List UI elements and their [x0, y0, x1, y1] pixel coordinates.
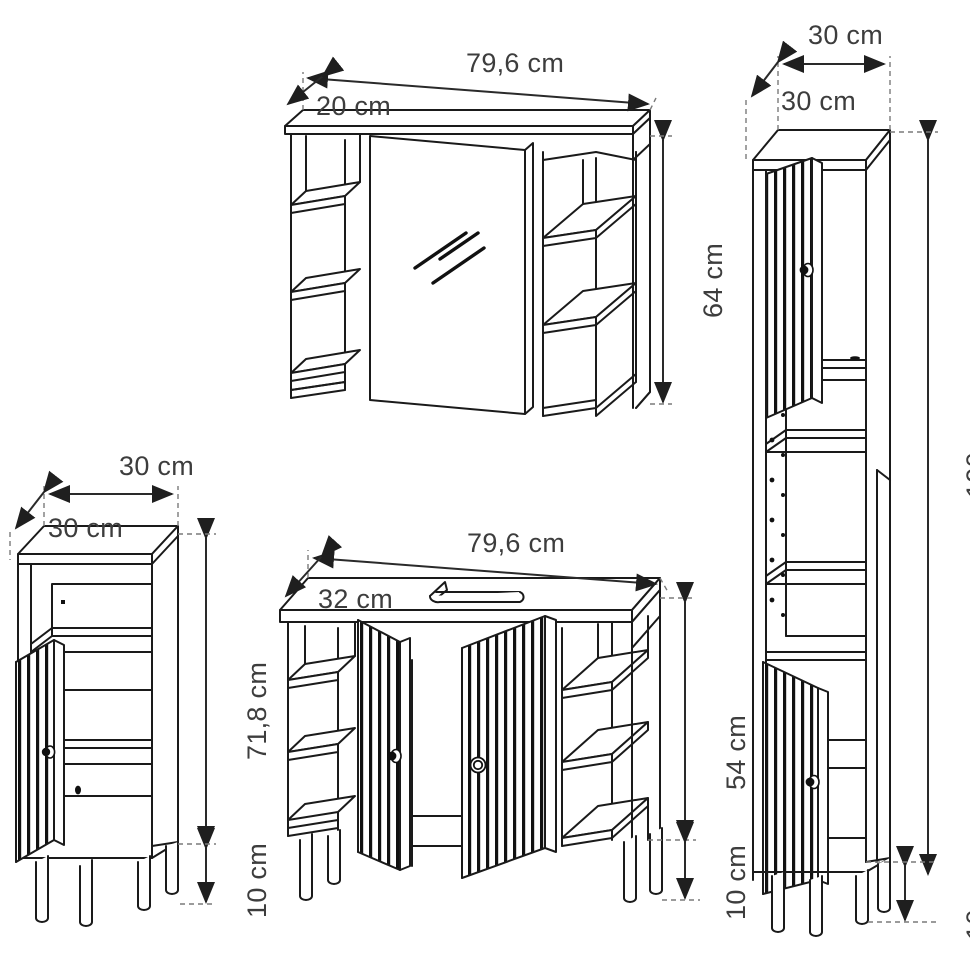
mirror-depth-label: 20 cm	[316, 91, 392, 121]
vanity-unit-body	[279, 577, 663, 903]
vanity-height-label: 54 cm	[721, 714, 751, 790]
mirror-height-label: 64 cm	[698, 242, 728, 318]
tall-depth-label: 30 cm	[781, 86, 857, 116]
tall-height-label: 190 cm	[961, 407, 970, 498]
vanity-unit-legs	[299, 827, 663, 903]
vanity-depth-label: 32 cm	[318, 584, 394, 614]
small-depth-label: 30 cm	[48, 513, 124, 543]
small-leg-label: 10 cm	[242, 842, 272, 918]
mirror-cabinet-body	[284, 109, 651, 417]
tall-cabinet-body	[752, 129, 891, 937]
vanity-width-label: 79,6 cm	[467, 528, 566, 558]
tall-cabinet-legs	[771, 857, 891, 937]
small-cabinet-legs	[35, 841, 179, 927]
small-height-label: 71,8 cm	[242, 661, 272, 760]
small-width-label: 30 cm	[119, 451, 195, 481]
vanity-leg-label: 10 cm	[721, 844, 751, 920]
mirror-width-label: 79,6 cm	[466, 48, 565, 78]
small-cabinet-body	[15, 525, 179, 927]
tall-leg-label: 10 cm	[961, 864, 970, 940]
tall-width-label: 30 cm	[808, 20, 884, 50]
dimension-lines	[9, 40, 938, 923]
